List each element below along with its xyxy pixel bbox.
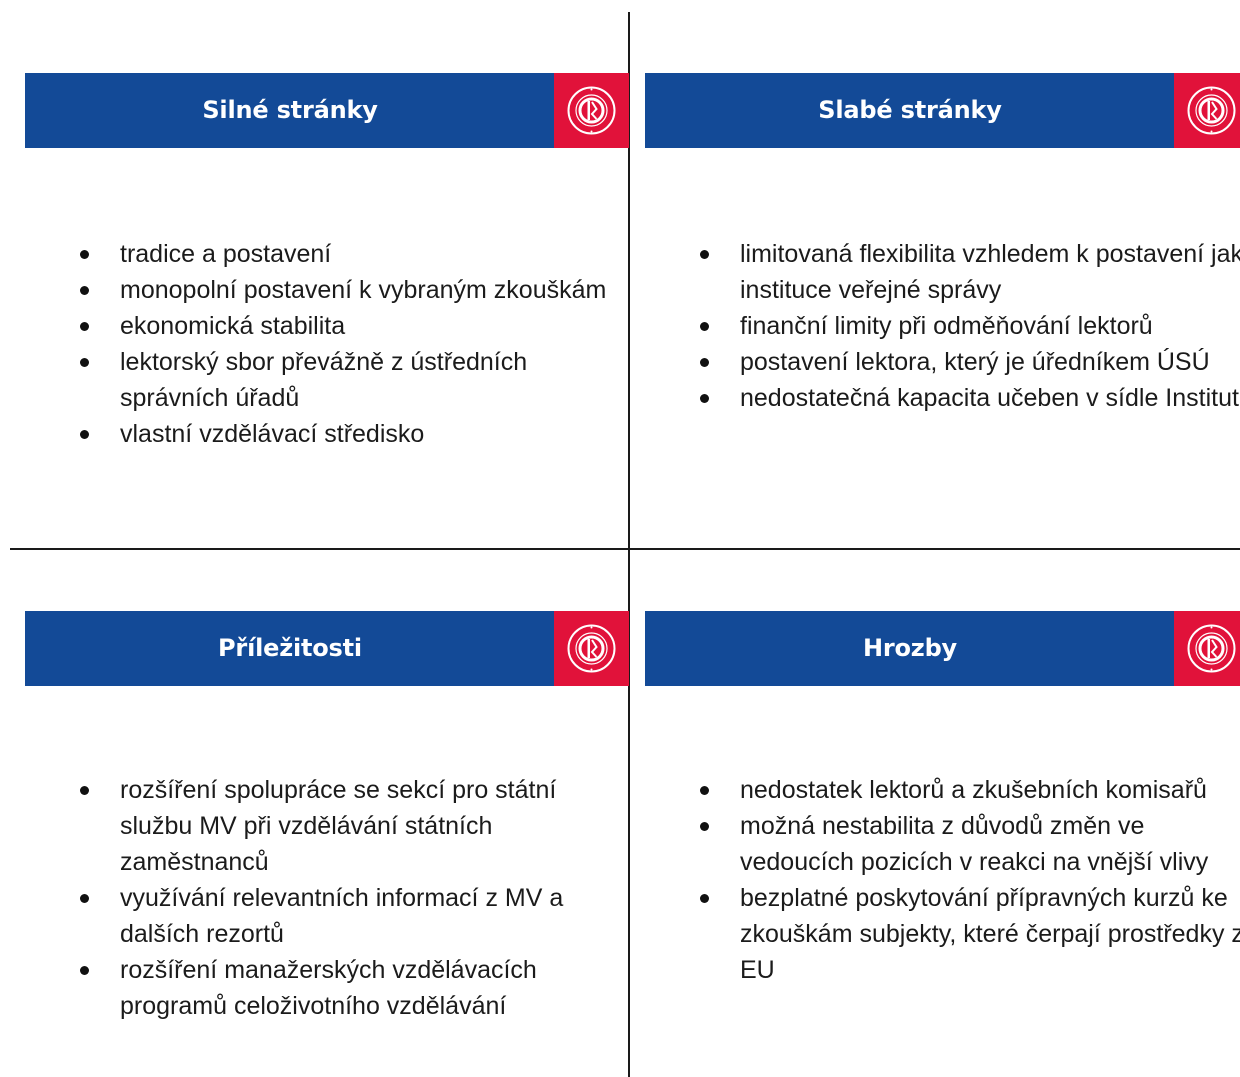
list-item-text: limitovaná flexibilita vzhledem k postav… [740, 240, 1240, 304]
institute-seal-icon [554, 611, 629, 686]
header-title: Slabé stránky [818, 96, 1002, 124]
list-item-text: rozšíření manažerských vzdělávacích prog… [120, 956, 537, 1020]
header-strengths: Silné stránky [25, 73, 629, 148]
list-item: finanční limity při odměňování lektorů [700, 308, 1240, 344]
list-item-text: nedostatečná kapacita učeben v sídle Ins… [740, 384, 1240, 412]
quadrant-threats: Hrozby nedostatek lektorů a zkušebních k… [645, 611, 1240, 984]
quadrant-strengths: Silné stránky tradice a postavení monopo… [25, 73, 629, 448]
bullet-icon [700, 822, 709, 831]
list-item-text: finanční limity při odměňování lektorů [740, 312, 1153, 340]
bullet-icon [80, 358, 89, 367]
list-item: ekonomická stabilita [80, 308, 620, 344]
list-item-text: bezplatné poskytování přípravných kurzů … [740, 884, 1240, 984]
list-item-text: rozšíření spolupráce se sekcí pro státní… [120, 776, 557, 876]
list-item: lektorský sbor převážně z ústředních spr… [80, 344, 620, 416]
list-item: vlastní vzdělávací středisko [80, 416, 620, 452]
list-item: možná nestabilita z důvodů změn ve vedou… [700, 808, 1240, 880]
header-title: Příležitosti [218, 634, 362, 662]
list-item-text: ekonomická stabilita [120, 312, 346, 340]
list-item-text: nedostatek lektorů a zkušebních komisařů [740, 776, 1207, 804]
list-item-text: vlastní vzdělávací středisko [120, 420, 425, 448]
list-item: nedostatečná kapacita učeben v sídle Ins… [700, 380, 1240, 416]
header-title: Hrozby [862, 634, 957, 662]
list-item: rozšíření spolupráce se sekcí pro státní… [80, 772, 620, 880]
quadrant-opportunities: Příležitosti rozšíření spolupráce se sek… [25, 611, 629, 1020]
bullet-icon [700, 786, 709, 795]
list-item: nedostatek lektorů a zkušebních komisařů [700, 772, 1240, 808]
bullet-icon [80, 430, 89, 439]
header-weaknesses: Slabé stránky [645, 73, 1240, 148]
list-item: tradice a postavení [80, 236, 620, 272]
bullet-icon [80, 286, 89, 295]
bullet-icon [700, 322, 709, 331]
institute-seal-icon [1174, 73, 1240, 148]
list-item: postavení lektora, který je úředníkem ÚS… [700, 344, 1240, 380]
institute-seal-icon [554, 73, 629, 148]
header-opportunities: Příležitosti [25, 611, 629, 686]
list-item: rozšíření manažerských vzdělávacích prog… [80, 952, 620, 1024]
list-item: využívání relevantních informací z MV a … [80, 880, 620, 952]
header-title: Silné stránky [202, 96, 378, 124]
bullet-icon [80, 786, 89, 795]
institute-seal-icon [1174, 611, 1240, 686]
bullet-icon [700, 394, 709, 403]
list-item-text: možná nestabilita z důvodů změn ve vedou… [740, 812, 1209, 876]
list-item-text: lektorský sbor převážně z ústředních spr… [120, 348, 528, 412]
list-item-text: postavení lektora, který je úředníkem ÚS… [740, 348, 1210, 376]
weaknesses-list: limitovaná flexibilita vzhledem k postav… [700, 236, 1240, 416]
list-item: monopolní postavení k vybraným zkouškám [80, 272, 620, 308]
bullet-icon [80, 966, 89, 975]
bullet-icon [700, 358, 709, 367]
bullet-icon [80, 894, 89, 903]
bullet-icon [80, 250, 89, 259]
list-item-text: využívání relevantních informací z MV a … [120, 884, 564, 948]
bullet-icon [700, 894, 709, 903]
list-item: limitovaná flexibilita vzhledem k postav… [700, 236, 1240, 308]
header-threats: Hrozby [645, 611, 1240, 686]
bullet-icon [80, 322, 89, 331]
list-item: bezplatné poskytování přípravných kurzů … [700, 880, 1240, 988]
vertical-divider [628, 12, 630, 1077]
list-item-text: monopolní postavení k vybraným zkouškám [120, 276, 607, 304]
horizontal-divider [10, 548, 1240, 550]
opportunities-list: rozšíření spolupráce se sekcí pro státní… [80, 772, 620, 1024]
list-item-text: tradice a postavení [120, 240, 332, 268]
strengths-list: tradice a postavení monopolní postavení … [80, 236, 620, 452]
quadrant-weaknesses: Slabé stránky limitovaná flexibilita vzh… [645, 73, 1240, 412]
threats-list: nedostatek lektorů a zkušebních komisařů… [700, 772, 1240, 988]
bullet-icon [700, 250, 709, 259]
